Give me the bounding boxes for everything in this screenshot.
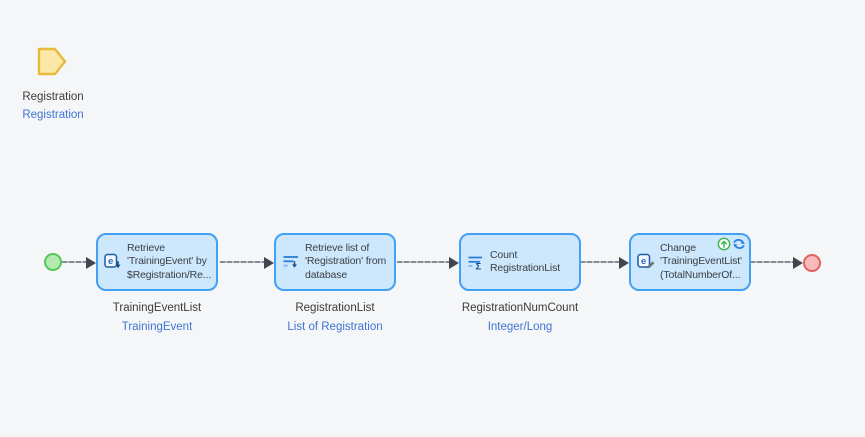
variable-type-label: TrainingEvent	[121, 321, 193, 333]
arrowhead-icon	[86, 256, 96, 269]
flow-line	[62, 261, 88, 263]
sequence-flow-4[interactable]	[580, 256, 629, 269]
flow-line	[220, 261, 266, 263]
start-event[interactable]	[44, 253, 62, 271]
activity-caption-line: 'Registration' from	[305, 255, 387, 268]
parameter-name: Registration	[22, 91, 84, 103]
svg-text:Σ: Σ	[475, 261, 481, 271]
variable-type-label: Integer/Long	[487, 321, 553, 333]
activity-caption-line: 'TrainingEvent' by	[127, 255, 207, 268]
activity-badges	[717, 237, 746, 251]
sequence-flow-2[interactable]	[220, 256, 274, 269]
activity-change-object[interactable]: e Change 'TrainingEventList' (TotalNumbe…	[629, 233, 751, 291]
activity-retrieve-from-database[interactable]: Retrieve list of 'Registration' from dat…	[274, 233, 396, 291]
parameter-type: Registration	[22, 109, 84, 121]
sequence-flow-1[interactable]	[62, 256, 96, 269]
aggregate-list-icon: Σ	[468, 256, 482, 271]
sequence-flow-5[interactable]	[750, 256, 803, 269]
activity-caption-line: (TotalNumberOf...	[660, 268, 741, 281]
commit-icon	[717, 237, 731, 251]
activity-caption-line: Retrieve list of	[305, 241, 370, 254]
variable-type-label: List of Registration	[287, 321, 383, 333]
svg-text:e: e	[641, 256, 646, 267]
activity-count-list[interactable]: Σ Count RegistrationList	[459, 233, 581, 291]
parameter-flag-icon[interactable]	[37, 47, 67, 77]
svg-text:e: e	[108, 256, 113, 267]
flow-line	[580, 261, 621, 263]
activity-caption-line: Change	[660, 241, 696, 254]
activity-caption-line: database	[305, 268, 348, 281]
activity-caption-line: Retrieve	[127, 241, 165, 254]
variable-name-label: RegistrationList	[295, 302, 375, 314]
retrieve-by-association-icon: e	[104, 253, 121, 269]
activity-caption-line: RegistrationList	[490, 262, 560, 274]
arrowhead-icon	[264, 256, 274, 269]
retrieve-list-icon	[283, 256, 298, 268]
flow-line	[750, 261, 795, 263]
variable-name-label: RegistrationNumCount	[461, 302, 579, 314]
refresh-client-icon	[733, 239, 745, 249]
end-event[interactable]	[803, 254, 821, 272]
activity-caption-line: 'TrainingEventList'	[660, 255, 742, 268]
activity-caption-line: Count	[490, 248, 518, 261]
activity-retrieve-by-association[interactable]: e Retrieve 'TrainingEvent' by $Registrat…	[96, 233, 218, 291]
activity-caption-line: $Registration/Re...	[127, 268, 212, 281]
variable-name-label: TrainingEventList	[112, 302, 202, 314]
arrowhead-icon	[793, 256, 803, 269]
arrowhead-icon	[449, 256, 459, 269]
change-object-icon: e	[637, 253, 655, 269]
arrowhead-icon	[619, 256, 629, 269]
sequence-flow-3[interactable]	[397, 256, 459, 269]
flow-line	[397, 261, 451, 263]
